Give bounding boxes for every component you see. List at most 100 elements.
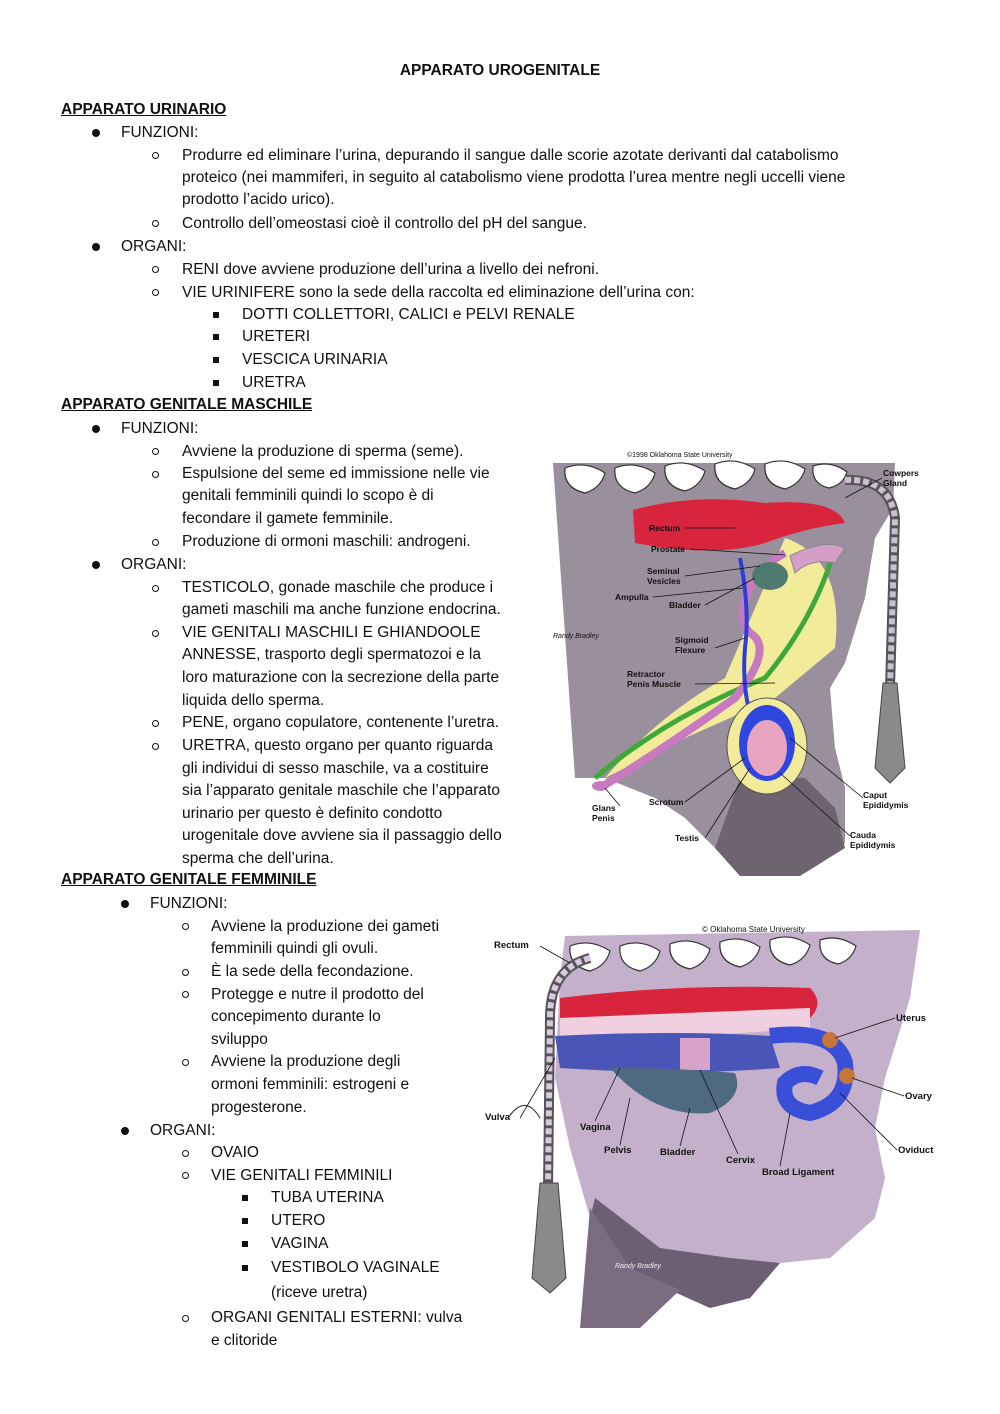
maschile-organo-2-line-1: VIE GENITALI MASCHILI E GHIANDOOLE [182, 624, 481, 641]
urinario-via-4: URETRA [242, 374, 306, 391]
label-seminal-2: Vesicles [647, 576, 681, 586]
label-glans-1: Glans [592, 803, 616, 813]
femminile-funzione-1-line-2: femminili quindi gli ovuli. [211, 940, 379, 957]
flabel-vulva: Vulva [485, 1112, 511, 1123]
female-body-lower [590, 1198, 780, 1308]
page-title: APPARATO UROGENITALE [399, 62, 601, 79]
label-cowpers-2: Gland [883, 478, 907, 488]
femminile-vie-label: VIE GENITALI FEMMINILI [211, 1167, 393, 1184]
bullet [152, 539, 159, 546]
urinario-funzioni-label: FUNZIONI: [121, 124, 199, 141]
bullet [182, 923, 189, 930]
bullet [182, 1150, 189, 1157]
label-cowpers-1: Cowpers [883, 468, 919, 478]
label-caput-1: Caput [863, 790, 887, 800]
femminile-organi-label: ORGANI: [150, 1122, 216, 1139]
male-leader-lines [604, 477, 883, 839]
femminile-via-4-note: (riceve uretra) [271, 1284, 368, 1301]
femminile-funzione-3-line-1: Protegge e nutre il prodotto del [211, 986, 424, 1003]
maschile-organo-4-line-4: urinario per questo è definito condotto [182, 805, 443, 822]
bullet [242, 1195, 248, 1201]
femminile-esterni-line-1: ORGANI GENITALI ESTERNI: vulva [211, 1309, 463, 1326]
femminile-funzione-3-line-2: concepimento durante lo [211, 1008, 381, 1025]
maschile-organo-4-line-3: sia l’apparato genitale maschile che l’a… [182, 782, 500, 799]
male-testis [747, 720, 787, 776]
flabel-rectum: Rectum [494, 940, 529, 951]
male-glans [592, 781, 608, 791]
female-tail-tuft [531, 1182, 567, 1294]
maschile-organo-1-line-1: TESTICOLO, gonade maschile che produce i [182, 579, 494, 596]
female-copyright: © Oklahoma State University [702, 925, 805, 934]
female-ovary-2 [839, 1068, 855, 1084]
urinario-funzione-1-line-1: Produrre ed eliminare l’urina, depurando… [182, 147, 839, 164]
bullet [152, 720, 159, 727]
femminile-funzione-3-line-3: sviluppo [211, 1031, 268, 1048]
bullet [152, 266, 159, 273]
maschile-organo-4-line-6: sperma che dell’urina. [182, 850, 334, 867]
maschile-funzione-2-line-2: genitali femminili quindi lo scopo è di [182, 487, 434, 504]
label-sigmoid-2: Flexure [675, 645, 706, 655]
urinario-via-1: DOTTI COLLETTORI, CALICI e PELVI RENALE [242, 306, 575, 323]
bullet [182, 991, 189, 998]
female-signature: Randy Bradley [615, 1263, 661, 1270]
flabel-uterus: Uterus [896, 1013, 926, 1024]
femminile-funzione-4-line-2: ormoni femminili: estrogeni e [211, 1076, 410, 1093]
bullet [182, 1315, 189, 1322]
female-leg [580, 1208, 680, 1328]
bullet [152, 448, 159, 455]
bullet [92, 243, 100, 251]
maschile-organo-2-line-4: liquida dello sperma. [182, 692, 325, 709]
bullet [152, 585, 159, 592]
male-seminal-vesicles [789, 543, 846, 574]
femminile-via-2: UTERO [271, 1212, 326, 1229]
maschile-funzione-2-line-1: Espulsione del seme ed immissione nelle … [182, 465, 490, 482]
bullet [213, 380, 219, 386]
maschile-organo-2-line-3: loro maturazione con la secrezione della… [182, 669, 500, 686]
femminile-funzione-2: È la sede della fecondazione. [211, 963, 414, 980]
bullet [152, 471, 159, 478]
label-retractor-1: Retractor [627, 669, 665, 679]
heading-urinario: APPARATO URINARIO [61, 101, 227, 118]
bullet [182, 1059, 189, 1066]
urinario-organo-reni: RENI dove avviene produzione dell’urina … [182, 261, 600, 278]
female-vertebrae [569, 936, 857, 972]
urinario-funzione-2: Controllo dell’omeostasi cioè il control… [182, 215, 587, 232]
male-vertebrae [564, 460, 848, 494]
label-glans-2: Penis [592, 813, 615, 823]
bullet [182, 1172, 189, 1179]
bullet [152, 743, 159, 750]
femminile-funzione-1-line-1: Avviene la produzione dei gameti [211, 918, 440, 935]
label-prostate: Prostate [651, 544, 685, 554]
maschile-organi-label: ORGANI: [121, 556, 187, 573]
male-retractor-muscle [593, 547, 838, 780]
label-seminal-1: Seminal [647, 566, 680, 576]
male-signature: Randy Bradley [553, 633, 599, 640]
female-vulva [507, 1105, 541, 1119]
label-ampulla: Ampulla [615, 592, 649, 602]
bullet [92, 129, 100, 137]
female-vagina [555, 1033, 780, 1072]
male-bladder [752, 562, 788, 590]
bullet [182, 969, 189, 976]
maschile-organo-3: PENE, organo copulatore, contenente l’ur… [182, 714, 500, 731]
urinario-organi-label: ORGANI: [121, 238, 187, 255]
bullet [92, 561, 100, 569]
urinario-organo-vie: VIE URINIFERE sono la sede della raccolt… [182, 284, 695, 301]
bullet [213, 334, 219, 340]
male-tail-tuft [874, 682, 906, 784]
bullet [121, 1127, 129, 1135]
bullet [152, 289, 159, 296]
femminile-funzione-4-line-3: progesterone. [211, 1099, 307, 1116]
bullet [242, 1218, 248, 1224]
maschile-funzione-1: Avviene la produzione di sperma (seme). [182, 443, 464, 460]
heading-femminile: APPARATO GENITALE FEMMINILE [61, 871, 317, 888]
femminile-funzione-4-line-1: Avviene la produzione degli [211, 1053, 401, 1070]
femminile-via-1: TUBA UTERINA [271, 1189, 384, 1206]
maschile-organo-1-line-2: gameti maschili ma anche funzione endocr… [182, 601, 501, 618]
flabel-oviduct: Oviduct [898, 1145, 934, 1156]
label-sigmoid-1: Sigmoid [675, 635, 709, 645]
maschile-organo-4-line-1: URETRA, questo organo per quanto riguard… [182, 737, 494, 754]
urinario-via-2: URETERI [242, 328, 311, 345]
bullet [242, 1265, 248, 1271]
flabel-vagina: Vagina [580, 1122, 611, 1133]
